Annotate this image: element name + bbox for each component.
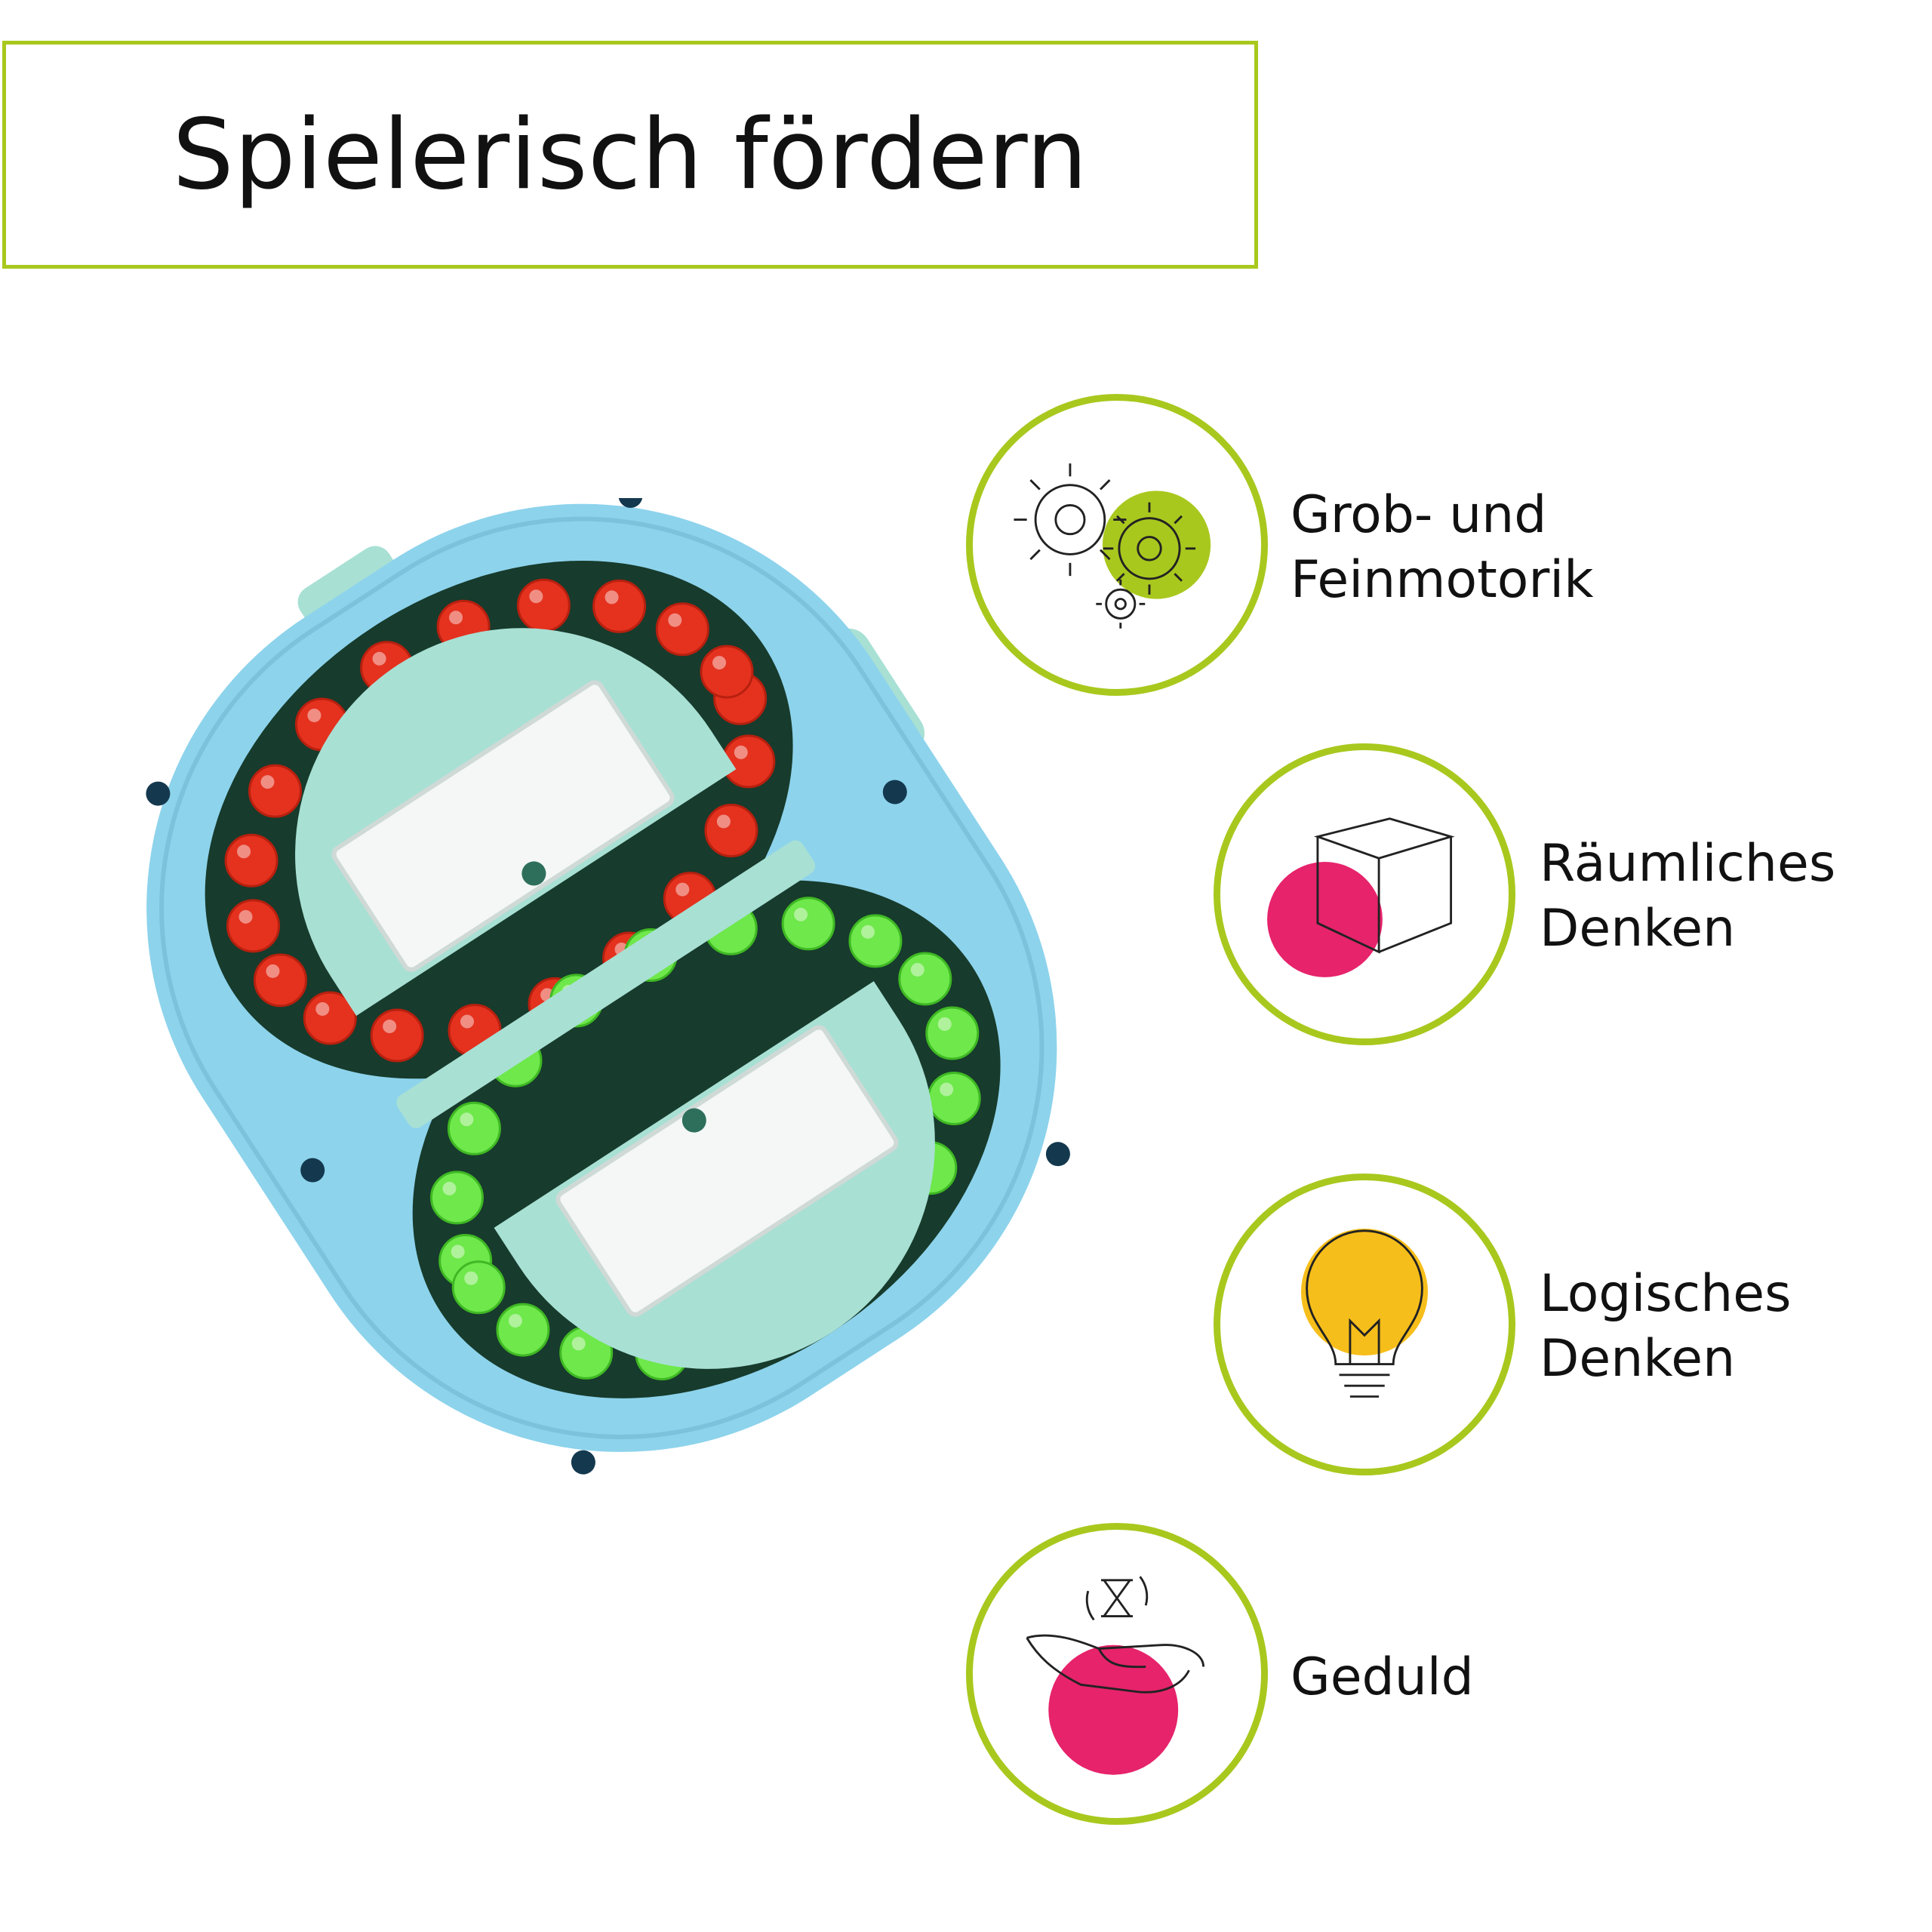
green-bead (447, 1101, 501, 1155)
feature-badge-geduld (966, 1523, 1268, 1825)
feature-badge-logisch (1214, 1174, 1515, 1475)
red-bead (226, 899, 280, 953)
bead-highlight (940, 1082, 954, 1097)
red-bead (253, 953, 307, 1008)
bead-highlight (238, 909, 253, 924)
bead-highlight (712, 656, 727, 670)
title-banner: Spielerisch fördern (2, 41, 1258, 269)
gears-icon (1014, 463, 1211, 629)
bead-puzzle-toy-image (146, 498, 1070, 1475)
bead-highlight (460, 1014, 474, 1029)
bead-highlight (315, 1001, 330, 1016)
green-bead (925, 1006, 980, 1060)
red-bead (700, 645, 754, 699)
feature-label-logisch: Logisches Denken (1540, 1264, 1792, 1389)
red-bead (370, 1008, 424, 1063)
center-bridge (396, 840, 816, 1128)
cube-icon (1267, 817, 1455, 977)
bead-highlight (237, 844, 251, 859)
red-bead (516, 578, 571, 632)
green-bead (848, 914, 903, 968)
feature-label-motorik: Grob- und Feinmotorik (1291, 485, 1594, 610)
bead-highlight (442, 1181, 457, 1195)
bead-highlight (675, 882, 690, 897)
bead-highlight (260, 775, 275, 789)
bead-highlight (508, 1314, 522, 1328)
bead-highlight (605, 590, 619, 605)
green-bead (451, 1260, 506, 1315)
feature-badge-raeumlich (1214, 743, 1515, 1045)
red-bead (704, 803, 758, 857)
bead-highlight (451, 1244, 465, 1259)
hand-hourglass-icon (1026, 1576, 1205, 1775)
bead-highlight (383, 1020, 397, 1034)
bead-highlight (529, 589, 543, 604)
bead-highlight (716, 814, 731, 829)
bead-highlight (668, 613, 682, 627)
bead-highlight (449, 611, 463, 625)
red-beads (224, 578, 776, 1063)
bead-highlight (372, 651, 386, 666)
bead-highlight (860, 924, 875, 939)
bead-highlight (460, 1112, 474, 1127)
lightbulb-icon (1300, 1228, 1429, 1398)
red-bead (224, 833, 278, 888)
red-bead (303, 991, 357, 1045)
page-title: Spielerisch fördern (172, 98, 1088, 211)
bead-highlight (937, 1017, 952, 1031)
bead-highlight (307, 708, 321, 722)
feature-label-geduld: Geduld (1291, 1647, 1474, 1707)
bead-highlight (734, 745, 748, 759)
red-bead (248, 764, 302, 818)
green-bead (898, 952, 952, 1006)
bead-highlight (910, 962, 924, 977)
feature-label-raeumlich: Räumliches Denken (1540, 834, 1836, 958)
green-bead (496, 1303, 550, 1357)
bead-highlight (794, 907, 808, 921)
bead-highlight (571, 1337, 586, 1351)
green-bead (781, 897, 835, 951)
bead-highlight (464, 1271, 478, 1285)
green-bead (429, 1171, 484, 1225)
feature-badge-motorik (966, 394, 1268, 696)
red-bead (655, 602, 709, 657)
red-bead (592, 579, 647, 633)
bead-highlight (266, 964, 280, 978)
green-bead (927, 1072, 981, 1126)
upper-window (331, 680, 675, 972)
